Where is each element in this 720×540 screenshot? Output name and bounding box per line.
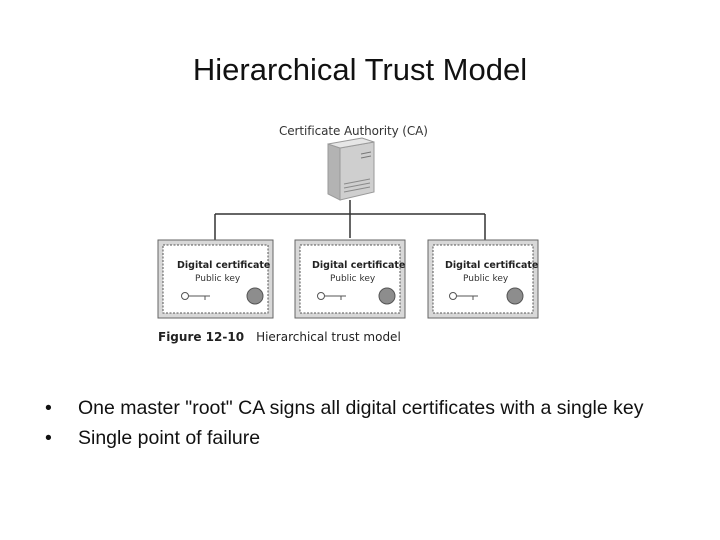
slide-title: Hierarchical Trust Model — [192, 52, 528, 87]
figure-number: Figure 12-10 — [158, 330, 245, 344]
figure-caption-text: Hierarchical trust model — [256, 330, 401, 344]
certificate-2-title: Digital certificate — [312, 260, 406, 271]
server-icon — [327, 137, 375, 201]
certificate-1-key-label: Public key — [195, 274, 241, 284]
trust-diagram: Certificate Authority (CA) Digital certi… — [150, 118, 550, 354]
certificate-3-title: Digital certificate — [445, 260, 539, 271]
hierarchy-connectors — [214, 200, 486, 240]
bullet-item: • Single point of failure — [45, 426, 685, 450]
certificate-frame-1 — [157, 239, 274, 319]
bullet-dot-icon: • — [45, 397, 52, 419]
certificate-frame-3 — [427, 239, 539, 319]
certificate-1-title: Digital certificate — [177, 260, 271, 271]
certificate-frame-2 — [294, 239, 406, 319]
certificate-2-key-label: Public key — [330, 274, 376, 284]
bullet-list: • One master "root" CA signs all digital… — [45, 396, 685, 456]
trust-diagram-graphic — [157, 137, 539, 319]
figure-caption: Figure 12-10 Hierarchical trust model — [158, 330, 401, 344]
bullet-text: Single point of failure — [78, 427, 261, 449]
certificate-3-key-label: Public key — [463, 274, 509, 284]
bullet-text: One master "root" CA signs all digital c… — [78, 397, 644, 419]
bullet-dot-icon: • — [45, 427, 52, 449]
bullet-item: • One master "root" CA signs all digital… — [45, 396, 685, 420]
ca-label: Certificate Authority (CA) — [279, 124, 428, 138]
